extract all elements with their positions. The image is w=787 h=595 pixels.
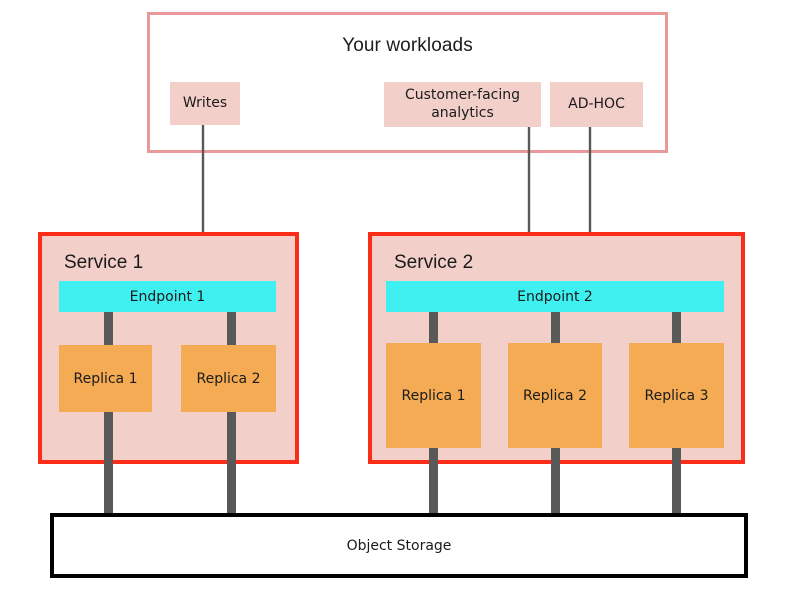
connector-endpoint2-replica1 <box>429 310 438 346</box>
connector-s1-replica1-to-storage <box>104 408 113 517</box>
service-2-replica-3[interactable]: Replica 3 <box>629 343 724 448</box>
workloads-title: Your workloads <box>342 35 473 56</box>
workload-chip-ad-hoc[interactable]: AD-HOC <box>550 82 643 127</box>
endpoint-2[interactable]: Endpoint 2 <box>386 281 724 312</box>
service-2-replica-2[interactable]: Replica 2 <box>508 343 602 448</box>
workload-chip-customer-facing-analytics[interactable]: Customer-facing analytics <box>384 82 541 127</box>
workload-chip-writes[interactable]: Writes <box>170 82 240 125</box>
connector-endpoint2-replica2 <box>551 310 560 346</box>
service-1-title: Service 1 <box>64 252 144 273</box>
connector-s2-replica2-to-storage <box>551 444 560 517</box>
connector-endpoint2-replica3 <box>672 310 681 346</box>
object-storage-box[interactable]: Object Storage <box>50 513 748 578</box>
service-2-replica-1[interactable]: Replica 1 <box>386 343 481 448</box>
connector-s1-replica2-to-storage <box>227 408 236 517</box>
connector-endpoint1-replica1 <box>104 310 113 348</box>
endpoint-1[interactable]: Endpoint 1 <box>59 281 276 312</box>
service-1-replica-2[interactable]: Replica 2 <box>181 345 276 412</box>
service-2-title: Service 2 <box>394 252 474 273</box>
connector-s2-replica1-to-storage <box>429 444 438 517</box>
connector-s2-replica3-to-storage <box>672 444 681 517</box>
service-1-replica-1[interactable]: Replica 1 <box>59 345 152 412</box>
connector-endpoint1-replica2 <box>227 310 236 348</box>
